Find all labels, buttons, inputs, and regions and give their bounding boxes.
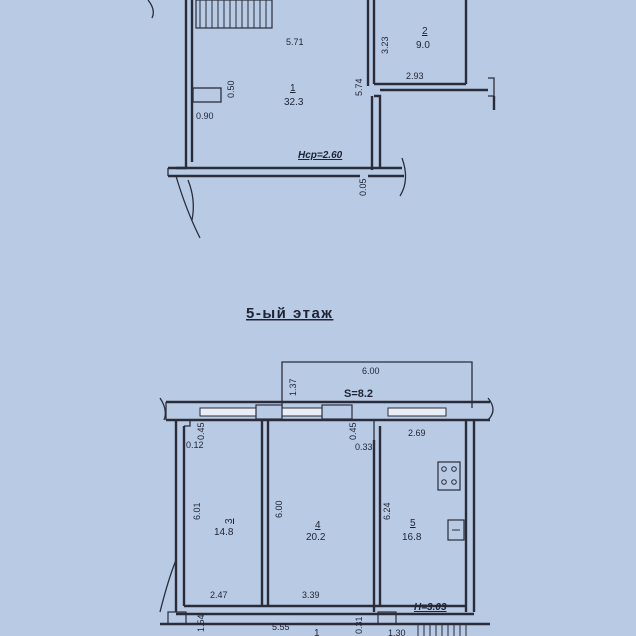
window-room-4 — [281, 407, 323, 417]
staircase-hatch-bottom — [417, 624, 467, 636]
dim-room1-width: 5.71 — [286, 37, 304, 47]
dim-5-55: 5.55 — [272, 622, 290, 632]
dim-room1-height: 5.74 — [354, 78, 364, 96]
balcony-outline — [281, 361, 473, 408]
ceiling-height-upper: Нср=2.60 — [298, 150, 343, 161]
sink-icon — [447, 519, 465, 541]
upper-plan: 5.71 1 32.3 0.50 0.90 5.74 3.23 2 9.0 2.… — [147, 0, 496, 239]
dim-balcony-depth: 1.37 — [288, 378, 298, 396]
door-balcony-mid — [321, 404, 353, 420]
ceiling-height-lower: H=3.03 — [414, 602, 447, 613]
window-room-5 — [387, 407, 447, 417]
stove-icon — [437, 461, 461, 491]
dim-1-30: 1.30 — [388, 628, 406, 636]
window-room-3 — [199, 407, 257, 417]
staircase-hatch — [195, 0, 273, 29]
dim-0-31: 0.31 — [354, 616, 364, 634]
dim-1-54: 1.54 — [196, 614, 206, 632]
room-4-number: 4 — [315, 520, 321, 531]
room-5-number: 5 — [410, 518, 416, 529]
niche — [192, 87, 222, 103]
room-5-area: 16.8 — [402, 532, 422, 543]
room-3-number: 3 — [224, 518, 235, 524]
dim-room4-height: 6.00 — [274, 500, 284, 518]
dim-room4-width: 3.39 — [302, 590, 320, 600]
dim-0-45-mid: 0.45 — [348, 422, 358, 440]
room-2-area: 9.0 — [416, 40, 430, 51]
dim-0-45-left: 0.45 — [196, 422, 206, 440]
dim-room2-width: 2.93 — [406, 71, 424, 81]
dim-2-69: 2.69 — [408, 428, 426, 438]
dim-room2-height: 3.23 — [380, 36, 390, 54]
dim-balcony-width: 6.00 — [362, 366, 380, 376]
dim-niche-depth: 0.50 — [226, 80, 236, 98]
room-2-number: 2 — [422, 26, 428, 37]
balcony-area: S=8.2 — [344, 388, 373, 400]
floor-title: 5-ый этаж — [246, 305, 333, 322]
lower-plan: 6.00 1.37 S=8.2 — [159, 361, 494, 636]
dim-room3-width: 2.47 — [210, 590, 228, 600]
room-1-area: 32.3 — [284, 97, 304, 108]
dim-niche-width: 0.90 — [196, 111, 214, 121]
door-balcony-left — [255, 404, 283, 420]
dim-0-12: 0.12 — [186, 440, 204, 450]
room-3-area: 14.8 — [214, 527, 234, 538]
dim-room5-height: 6.24 — [382, 502, 392, 520]
dim-0-33: 0.33 — [355, 442, 373, 452]
room-4-area: 20.2 — [306, 532, 326, 543]
bottom-room-number: 1 — [314, 628, 320, 636]
dim-room3-height: 6.01 — [192, 502, 202, 520]
dim-wall-thickness: 0.05 — [358, 178, 368, 196]
room-1-number: 1 — [290, 83, 296, 94]
